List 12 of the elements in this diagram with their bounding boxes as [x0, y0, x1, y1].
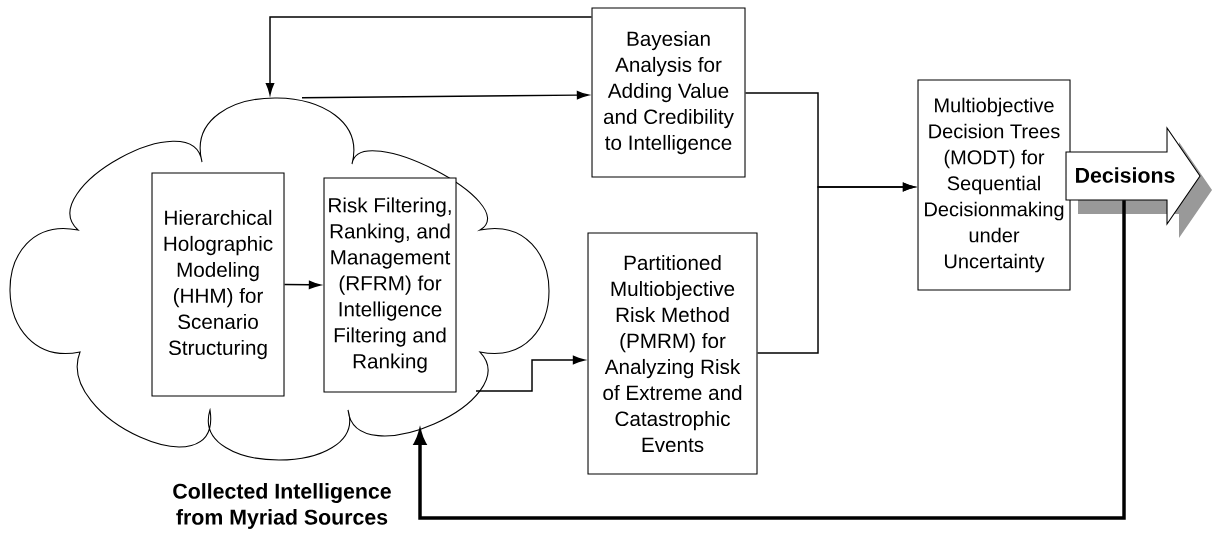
process-box: Multiobjective Decision Trees (MODT) for Sequential Decisionmaking under Uncertainty	[917, 79, 1071, 291]
cloud-caption: Collected Intelligence from Myriad Sources	[173, 483, 391, 529]
process-box: Partitioned Multiobjective Risk Method (PMRM) for Analyzing Risk of Extreme and Catastrophic Events	[587, 232, 758, 475]
arrow	[756, 182, 915, 354]
process-box: Hierarchical Holographic Modeling (HHM) for Scenario Structuring	[151, 172, 285, 397]
process-box: Risk Filtering, Ranking, and Management (RFRM) for Intelligence Filtering and Ranking	[323, 177, 457, 393]
process-box: Bayesian Analysis for Adding Value and Credibility to Intelligence	[591, 7, 746, 178]
arrow	[301, 90, 589, 100]
arrow	[475, 355, 585, 392]
arrow	[265, 16, 593, 95]
arrow	[413, 200, 1126, 520]
arrow	[283, 280, 321, 290]
